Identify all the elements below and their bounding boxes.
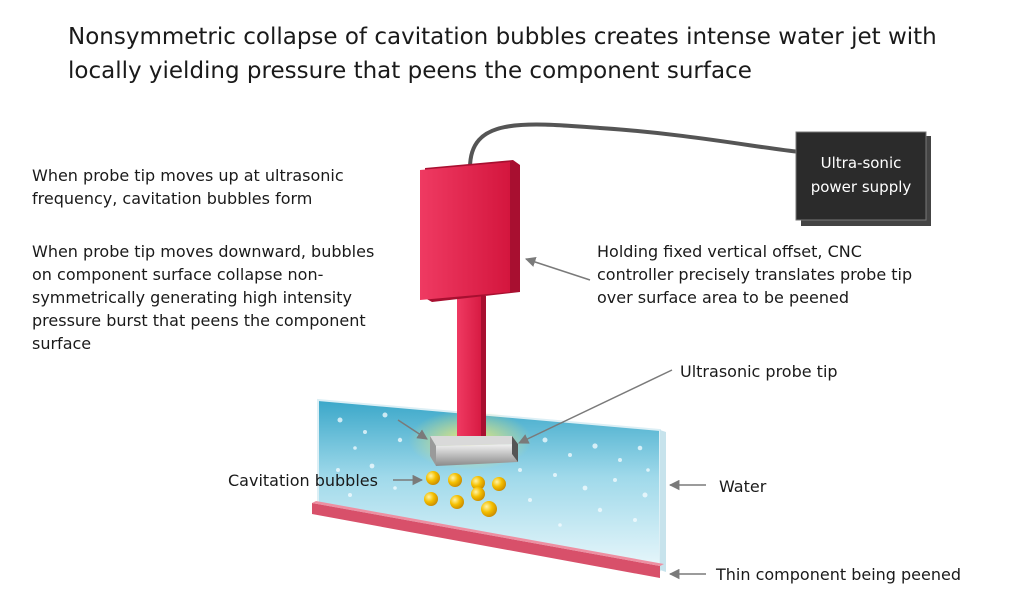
label-water: Water — [719, 477, 767, 496]
power-supply-box: Ultra-sonic power supply — [795, 131, 931, 226]
label-bubbles-form: When probe tip moves up at ultrasonic fr… — [32, 166, 344, 208]
power-supply-label-line2: power supply — [811, 178, 912, 196]
power-supply-label-line1: Ultra-sonic — [821, 154, 902, 172]
pointer-arrows — [393, 256, 706, 580]
water-droplets — [336, 412, 650, 527]
arrow-to-probe-tip — [518, 369, 673, 444]
component-plate — [312, 501, 664, 578]
label-bubbles-collapse: When probe tip moves downward, bubbles o… — [32, 242, 375, 353]
arrow-to-probe-head — [525, 256, 591, 281]
label-cnc-controller: Holding fixed vertical offset, CNC contr… — [597, 242, 913, 307]
ultrasonic-probe-tip — [430, 436, 518, 466]
diagram-title: Nonsymmetric collapse of cavitation bubb… — [68, 24, 937, 84]
power-cable — [468, 122, 801, 169]
probe-stem — [457, 296, 486, 438]
probe-head — [420, 160, 520, 302]
label-component: Thin component being peened — [716, 565, 961, 584]
label-probe-tip: Ultrasonic probe tip — [680, 362, 838, 381]
cavitation-bubbles — [424, 471, 506, 517]
label-cavitation-bubbles: Cavitation bubbles — [228, 471, 378, 490]
arrow-to-tip-left-edge — [397, 419, 428, 440]
